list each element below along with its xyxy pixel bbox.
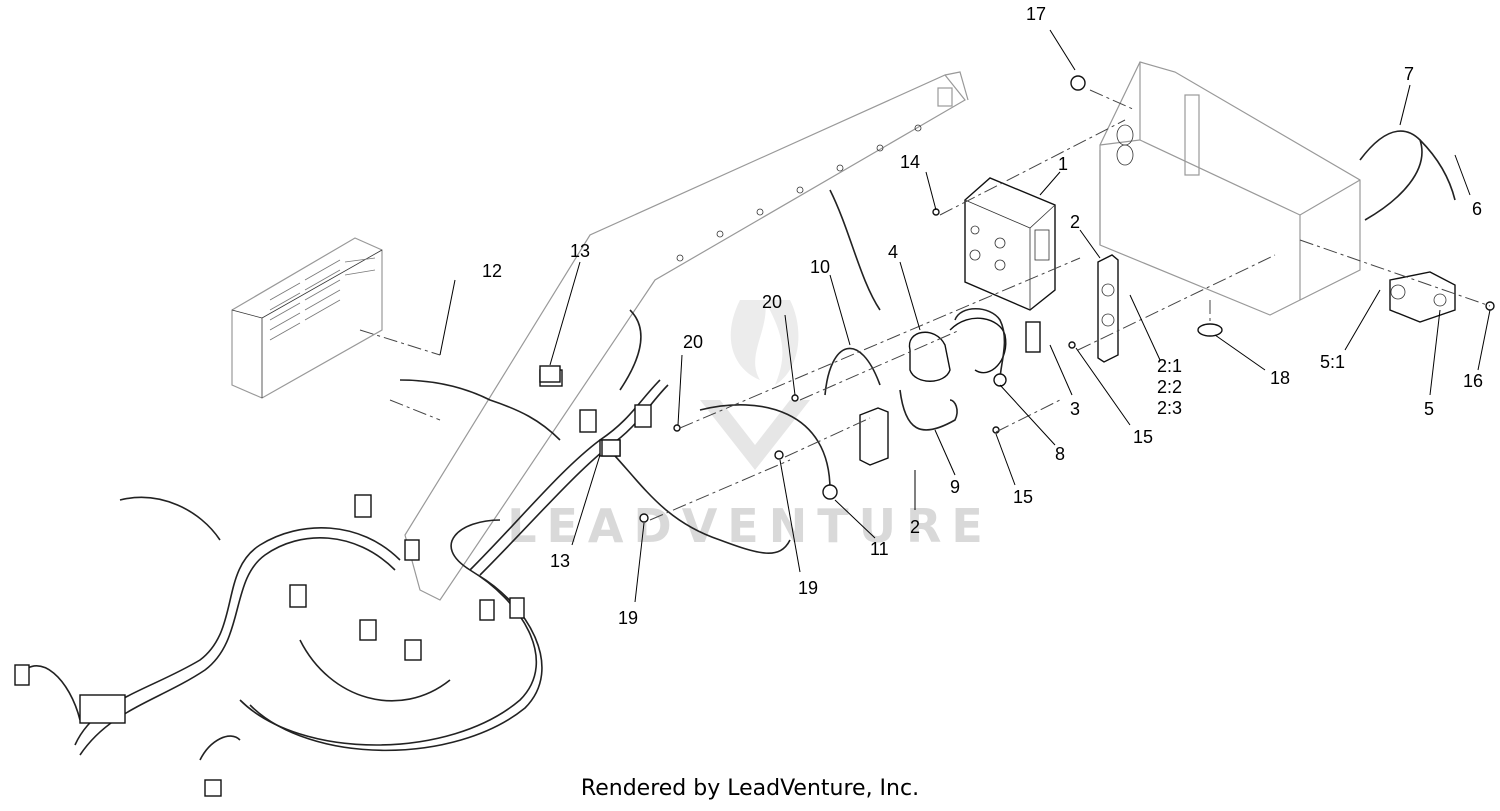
footer-credit: Rendered by LeadVenture, Inc. [580,776,920,801]
callout-5: 5 [1424,399,1434,419]
callout-2-fuse-block: 2 [1070,212,1080,232]
callout-4: 4 [888,242,898,262]
hardware [539,75,1495,523]
capacitor [859,407,889,466]
callout-6: 6 [1472,199,1482,219]
callout-12: 12 [482,261,502,281]
solenoid [908,317,1007,382]
callout-17: 17 [1026,4,1046,24]
callouts: 1 2 2 2:1 2:2 2:3 3 4 5 5:1 6 7 8 9 10 1… [482,4,1483,628]
assembly-lines [359,89,1491,521]
callout-9: 9 [950,477,960,497]
callout-20-left: 20 [683,332,703,352]
battery-tray-frame [1099,61,1361,316]
callout-5-1: 5:1 [1320,352,1345,372]
callout-19-right: 19 [798,578,818,598]
battery-disconnect-switch [1389,271,1456,323]
callout-15-right: 15 [1133,427,1153,447]
callout-16: 16 [1463,371,1483,391]
callout-20-right: 20 [762,292,782,312]
fuse-block [1097,254,1119,363]
callout-2-capacitor: 2 [910,517,920,537]
callout-10: 10 [810,257,830,277]
callout-8: 8 [1055,444,1065,464]
callout-11: 11 [870,539,889,559]
watermark: LEADVENTURE [507,300,993,553]
callout-2-1: 2:1 [1157,356,1182,376]
cables [699,130,1456,500]
relay [1025,321,1041,353]
callout-13-top: 13 [570,241,590,261]
callout-13-bottom: 13 [550,551,570,571]
watermark-text: LEADVENTURE [507,499,993,553]
callout-3: 3 [1070,399,1080,419]
leader-lines [439,29,1491,603]
callout-14: 14 [900,152,920,172]
callout-18: 18 [1270,368,1290,388]
controller-box [231,237,383,399]
callout-7: 7 [1404,64,1414,84]
callout-19-left: 19 [618,608,638,628]
chassis-rail [404,71,969,601]
motor-controller [964,177,1056,311]
wiring-harness [14,189,881,797]
callout-2-3: 2:3 [1157,398,1182,418]
callout-15-left: 15 [1013,487,1033,507]
callout-1: 1 [1058,154,1068,174]
callout-2-2: 2:2 [1157,377,1182,397]
